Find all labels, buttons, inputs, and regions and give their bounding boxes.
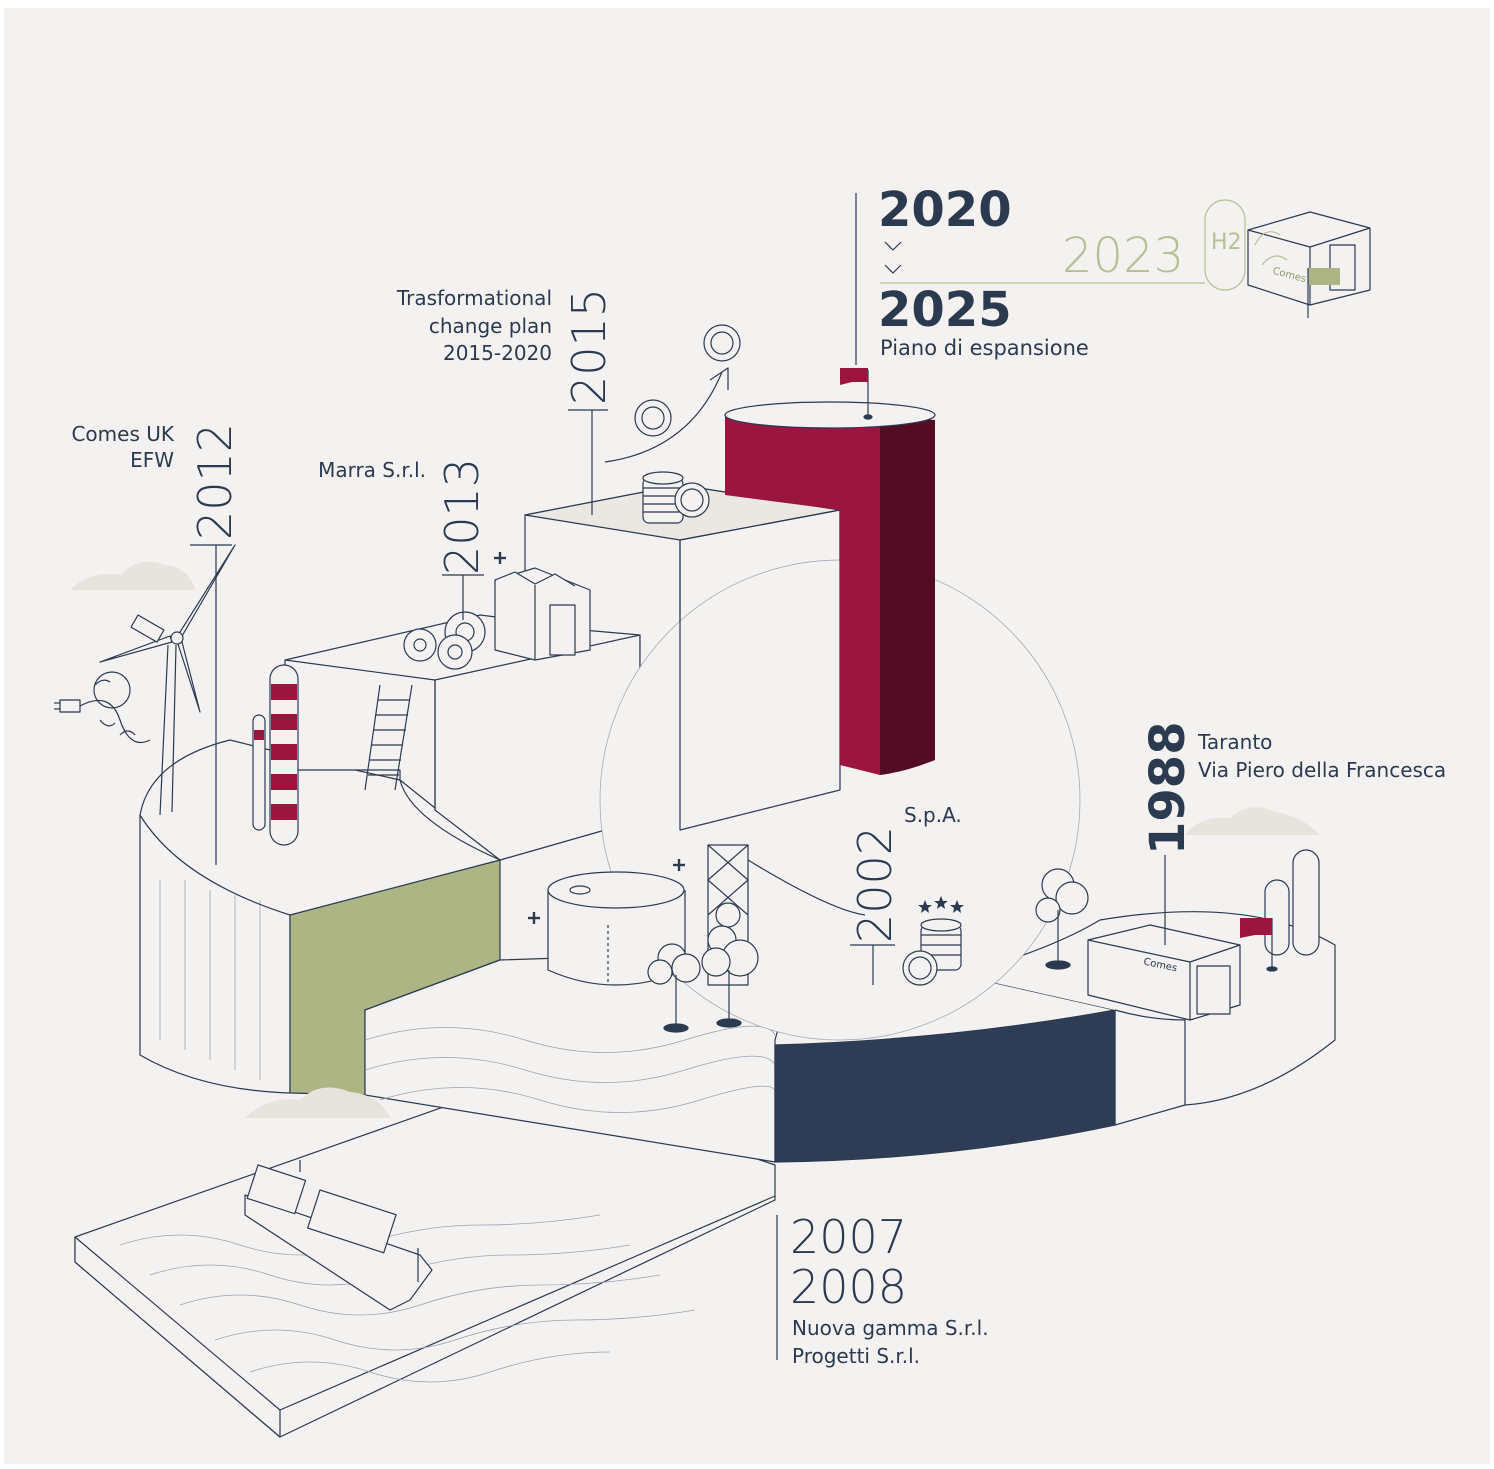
milestone-2020-label: Piano di espansione bbox=[880, 336, 1089, 360]
tower-2020-2025 bbox=[724, 368, 936, 775]
milestone-leader-lines bbox=[190, 193, 1166, 1360]
milestone-2007-year: 2007 bbox=[790, 1210, 908, 1264]
milestone-2013-year: 2013 bbox=[435, 457, 489, 575]
hydrogen-tank-icon bbox=[880, 199, 1246, 291]
circular-building bbox=[139, 739, 501, 1096]
milestone-2023-year: 2023 bbox=[1062, 228, 1185, 284]
coins-icon bbox=[902, 918, 962, 986]
milestone-2007-label-2: Progetti S.r.l. bbox=[792, 1344, 921, 1368]
milestone-2008-year: 2008 bbox=[790, 1260, 908, 1314]
hydrogen-label: H2 bbox=[1211, 230, 1242, 255]
arrow-up-icon bbox=[604, 367, 729, 463]
water-platform bbox=[74, 1079, 776, 1438]
euro-coin-icon bbox=[634, 324, 741, 437]
central-floor bbox=[364, 949, 1116, 1163]
plus-icons bbox=[494, 552, 685, 924]
plug-icon bbox=[54, 671, 151, 744]
block-2013 bbox=[284, 614, 641, 861]
milestone-2012-label-2: EFW bbox=[130, 448, 174, 472]
ladder-icon bbox=[364, 684, 413, 791]
wind-turbine-icon bbox=[99, 544, 236, 816]
milestone-2013-label: Marra S.r.l. bbox=[318, 458, 426, 482]
milestone-2012-year: 2012 bbox=[188, 422, 242, 540]
tank-icon bbox=[547, 871, 686, 986]
milestone-1988-label-2: Via Piero della Francesca bbox=[1198, 758, 1447, 782]
milestone-2015-label-1: Trasformational bbox=[396, 286, 552, 310]
chimney-icon bbox=[1264, 849, 1320, 956]
coins-icon bbox=[642, 471, 710, 524]
milestone-2002-year: 2002 bbox=[848, 825, 902, 943]
cloud-icon bbox=[70, 561, 1320, 1118]
building-2023 bbox=[1247, 211, 1371, 318]
milestone-2015-label-2: change plan bbox=[428, 314, 552, 338]
flag-icon bbox=[840, 368, 868, 385]
milestone-2007-label-1: Nuova gamma S.r.l. bbox=[792, 1316, 989, 1340]
flag-icon bbox=[1240, 918, 1278, 972]
milestone-2012-label-1: Comes UK bbox=[71, 422, 174, 446]
milestone-1988-year: 1988 bbox=[1140, 721, 1196, 855]
milestone-2002-label: S.p.A. bbox=[904, 803, 962, 827]
building-1988 bbox=[1087, 924, 1241, 1021]
milestone-2020-year: 2020 bbox=[878, 182, 1012, 238]
chevron-down-icon bbox=[884, 241, 902, 274]
milestone-2025-year: 2025 bbox=[878, 282, 1012, 338]
gears-icon bbox=[403, 611, 486, 670]
milestone-1988-label-1: Taranto bbox=[1198, 730, 1273, 754]
milestone-2015-label-3: 2015-2020 bbox=[442, 341, 552, 365]
ship-icon bbox=[244, 1160, 433, 1311]
chimney-icon bbox=[252, 664, 299, 846]
milestone-2015-year: 2015 bbox=[562, 287, 616, 405]
tree-icon bbox=[647, 868, 1089, 1033]
stars-icon bbox=[918, 896, 964, 913]
factory-icon bbox=[494, 567, 591, 661]
crane-icon bbox=[707, 844, 866, 986]
